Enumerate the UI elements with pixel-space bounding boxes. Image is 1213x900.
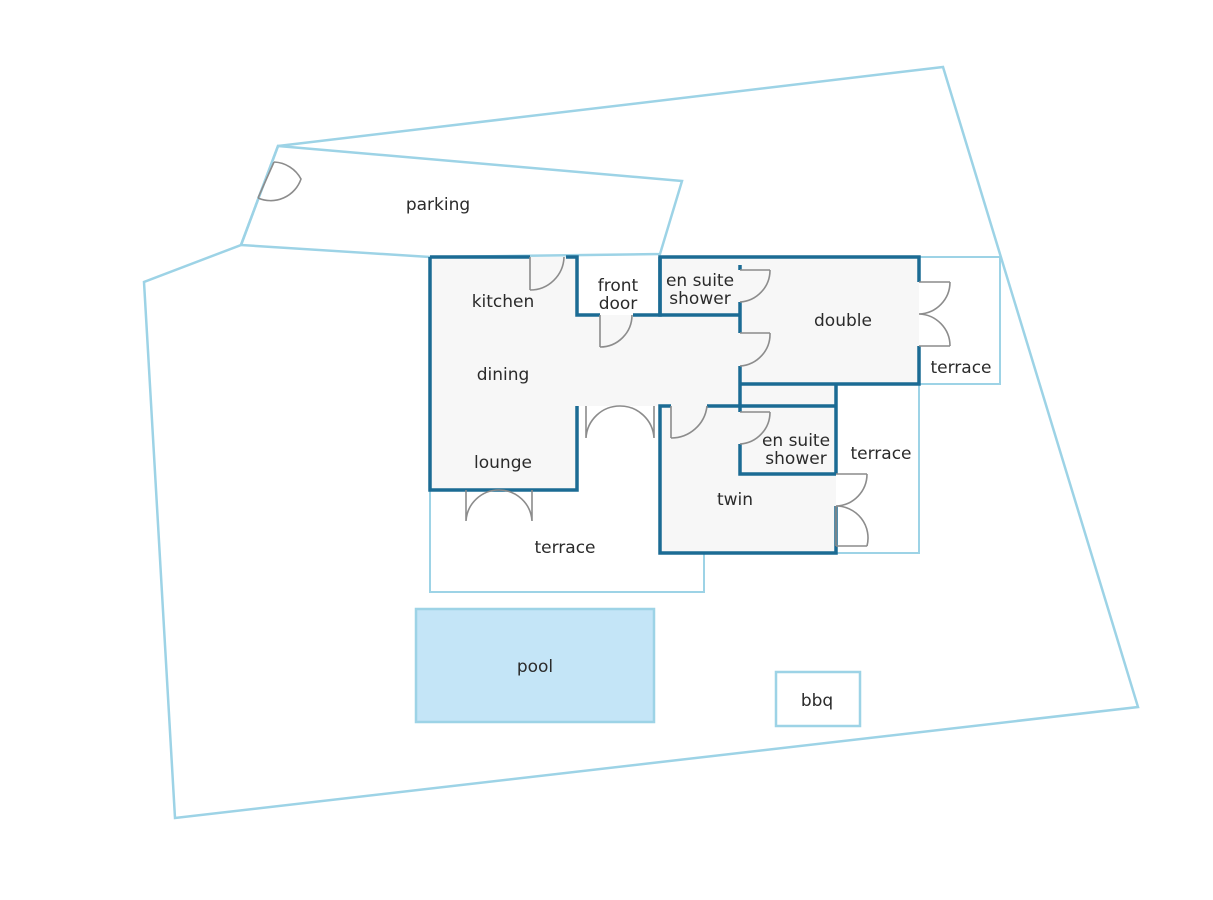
lounge-terrace-door (465, 489, 533, 522)
ensuite-2-door (739, 411, 771, 445)
label-terrace-main: terrace (534, 538, 595, 558)
twin-door (670, 405, 708, 439)
label-front-line1: front (598, 276, 639, 296)
ensuite-1-door (739, 269, 771, 303)
doors (465, 256, 951, 547)
label-double: double (814, 311, 872, 331)
pool (414, 607, 656, 724)
kitchen-door (529, 256, 565, 291)
double-door (739, 332, 771, 367)
label-dining: dining (477, 365, 530, 385)
terrace-main-area (429, 490, 705, 593)
terrace-twin-door (835, 473, 869, 547)
label-bbq: bbq (801, 691, 833, 711)
label-terrace-double: terrace (930, 358, 991, 378)
label-ensuite-1-line1: en suite (666, 271, 734, 291)
main-floor (430, 257, 919, 553)
label-pool: pool (517, 657, 553, 677)
label-lounge: lounge (474, 453, 532, 473)
terrace-twin-area (836, 383, 920, 554)
terrace-double-door (918, 281, 951, 347)
bbq-area (774, 670, 862, 728)
label-kitchen: kitchen (472, 292, 535, 312)
parking-area (239, 144, 684, 259)
label-ensuite-1-line2: shower (669, 289, 730, 309)
label-ensuite-2-line1: en suite (762, 431, 830, 451)
dining-terrace-door (585, 405, 655, 439)
label-parking: parking (406, 195, 470, 215)
front-door (599, 314, 633, 348)
label-twin: twin (717, 490, 753, 510)
terrace-double-area (919, 256, 1001, 385)
label-ensuite-2-line2: shower (765, 449, 826, 469)
parking-gate (257, 161, 302, 202)
label-front-line2: door (599, 294, 638, 314)
house-walls (428, 255, 921, 555)
label-terrace-twin: terrace (850, 444, 911, 464)
